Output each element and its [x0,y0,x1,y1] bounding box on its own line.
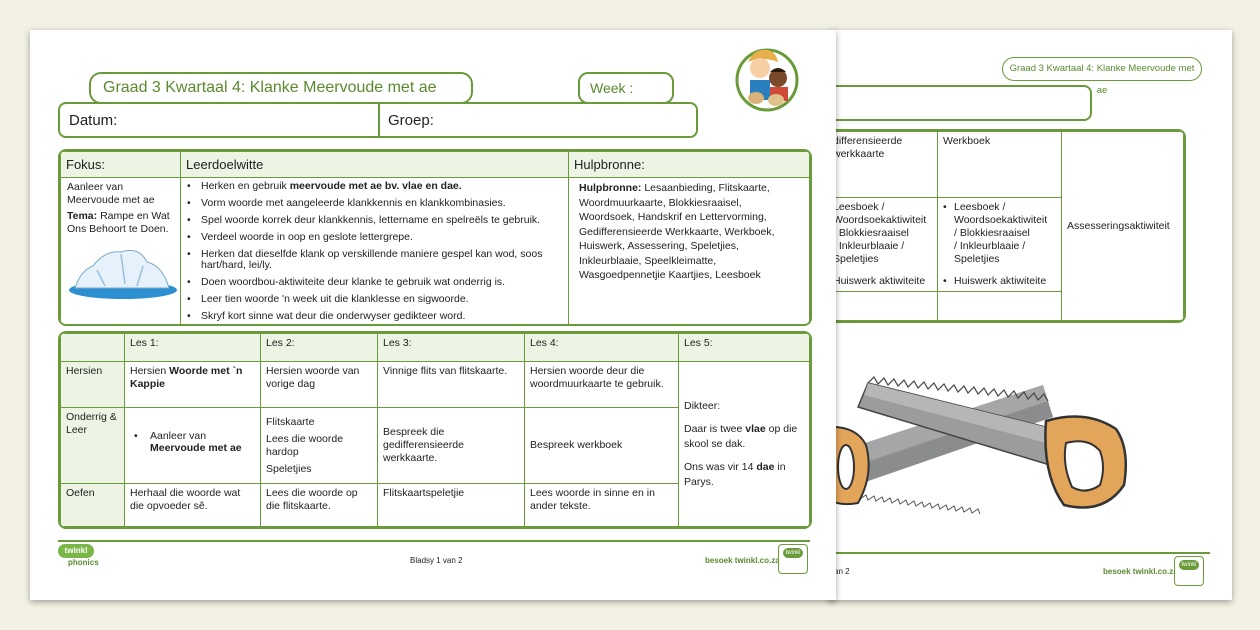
back-huiswerk: Huiswerk aktiwiteite [833,275,926,287]
leerdoel-item: Herken en gebruik meervoude met ae bv. v… [183,180,566,193]
approval-badge: twinkl [778,544,808,574]
onderrig-les-2-line: Lees die woorde hardop [266,432,344,458]
les-4-header: Les 4: [524,333,679,362]
back-line: Leesboek / [954,201,1006,213]
back-huiswerk: •Huiswerk aktiwiteite [943,275,1047,287]
footer-url: besoek twinkl.co.za [705,556,780,565]
back-line: / Blokkiesraaisel [954,227,1030,239]
leerdoel-item: Doen woordbou-aktiwiteite deur klanke te… [183,276,566,289]
front-page: Graad 3 Kwartaal 4: Klanke Meervoude met… [30,30,836,600]
onderrig-les-3: Bespreek die gedifferensieerde werkkaart… [377,407,525,484]
back-footer-line [828,552,1210,554]
les-5-dikteer-cell: Dikteer: Daar is twee vlae op die skool … [678,361,810,527]
back-line: / Inkleurblaaie / [833,240,905,252]
les-5-header: Les 5: [678,333,810,362]
hersien-les-2: Hersien woorde van vorige dag [260,361,378,408]
oefen-les-2: Lees die woorde op die flitskaarte. [260,483,378,527]
les-3-header: Les 3: [377,333,525,362]
week-pill: Week : [578,72,674,104]
back-line: Speletjies [833,253,879,265]
back-cell-gedifferensieerde: differensieerde werkkaarte [818,131,938,198]
corner-cell [60,333,125,362]
title-pill: Graad 3 Kwartaal 4: Klanke Meervoude met… [89,72,473,104]
hersien-les-1: Hersien Woorde met `n Kappie [124,361,261,408]
back-cell-left-activities: Leesboek / Woordsoekaktiwiteit / Blokkie… [818,197,938,292]
fokus-cell: Aanleer van Meervoude met ae Tema: Rampe… [60,176,181,324]
row-oefen-label: Oefen [60,483,125,527]
tema-text: Tema: Rampe en Wat Ons Behoort te Doen. [67,210,170,235]
back-cell-assessering: Assesseringsaktiwiteit [1061,131,1184,321]
datum-divider [378,104,380,136]
back-line: Woordsoekaktiwiteit [954,214,1048,226]
leerdoelwitte-cell: Herken en gebruik meervoude met ae bv. v… [180,176,569,324]
groep-label: Groep: [388,112,434,129]
row-hersien-label: Hersien [60,361,125,408]
leerdoel-item: Herken dat dieselfde klank op verskillen… [183,248,566,272]
back-footer-url: besoek twinkl.co.za [1103,567,1178,576]
hersien-les-4: Hersien woorde deur die woordmuurkaarte … [524,361,679,408]
page-number: Bladsy 1 van 2 [410,556,463,565]
dikteer-sentence-2: Ons was vir 14 dae in Parys. [684,460,786,488]
saws-illustration [828,376,1127,515]
footer-line [58,540,810,542]
onderrig-les-4: Bespreek werkboek [524,407,679,484]
page-title: Graad 3 Kwartaal 4: Klanke Meervoude met… [103,79,437,96]
back-cell-mid-activities: • Leesboek / Woordsoekaktiwiteit / Blokk… [937,197,1062,292]
back-line: Leesboek / [833,201,885,213]
focus-table: Fokus: Leerdoelwitte Hulpbronne: Aanleer… [58,149,812,326]
back-page-number: van 2 [830,567,850,576]
back-line: / Inkleurblaaie / [954,240,1026,252]
oefen-les-1: Herhaal die woorde wat die opvoeder sê. [124,483,261,527]
dikteer-label: Dikteer: [684,399,721,412]
dikteer-sentence-1: Daar is twee vlae op die skool se dak. [684,422,798,450]
fokus-header: Fokus: [60,151,181,178]
back-table: differensieerde werkkaarte Werkboek Asse… [818,129,1186,323]
leerdoel-item: Spel woorde korrek deur klankkennis, let… [183,214,566,227]
hulpbronne-cell: Hulpbronne: Lesaanbieding, Flitskaarte, … [568,176,810,324]
oefen-les-4: Lees woorde in sinne en in ander tekste. [524,483,679,527]
back-page: Graad 3 Kwartaal 4: Klanke Meervoude met… [818,30,1232,600]
onderrig-les-1-item: Aanleer van Meervoude met ae [130,431,255,454]
back-line: Woordsoekaktiwiteit [833,214,927,226]
back-title-pill: Graad 3 Kwartaal 4: Klanke Meervoude met… [1002,57,1202,96]
saw-front [856,376,1127,509]
leerdoelwitte-header: Leerdoelwitte [180,151,569,178]
iceberg-illustration [69,249,177,299]
week-label: Week : [590,80,634,96]
datum-label: Datum: [69,112,118,129]
leerdoel-item: Verdeel woorde in oop en geslote letterg… [183,231,566,244]
datum-groep-box: Datum: Groep: [58,102,698,138]
back-cell-werkboek: Werkboek [937,131,1062,198]
fokus-text: Aanleer van Meervoude met ae [67,181,155,206]
row-onderrig-label: Onderrig & Leer [60,407,125,484]
les-2-header: Les 2: [260,333,378,362]
onderrig-les-2: Flitskaarte Lees die woorde hardop Spele… [260,407,378,484]
les-1-header: Les 1: [124,333,261,362]
back-line: Speletjies [954,253,1000,265]
twinkl-phonics-logo: twinkl phonics [58,544,104,576]
onderrig-les-2-line: Speletjies [266,462,312,475]
back-datum-box [818,85,1092,121]
lessons-table: Les 1: Les 2: Les 3: Les 4: Les 5: Hersi… [58,331,812,529]
oefen-les-3: Flitskaartspeletjie [377,483,525,527]
children-mascot-icon [735,48,799,112]
leerdoel-item: Vorm woorde met aangeleerde klankkennis … [183,197,566,210]
leerdoel-item: Leer tien woorde 'n week uit die klankle… [183,293,566,306]
back-line: / Blokkiesraaisel [833,227,909,239]
logo-bottom: phonics [68,558,99,567]
hulpbronne-header: Hulpbronne: [568,151,810,178]
logo-top: twinkl [58,544,94,558]
onderrig-les-2-line: Flitskaarte [266,415,315,428]
leerdoel-item: Skryf kort sinne wat deur die onderwyser… [183,310,566,323]
onderrig-les-1: Aanleer van Meervoude met ae [124,407,261,484]
back-approval-badge: twinkl [1174,556,1204,586]
hersien-les-3: Vinnige flits van flitskaarte. [377,361,525,408]
badge-label: twinkl [783,548,803,558]
